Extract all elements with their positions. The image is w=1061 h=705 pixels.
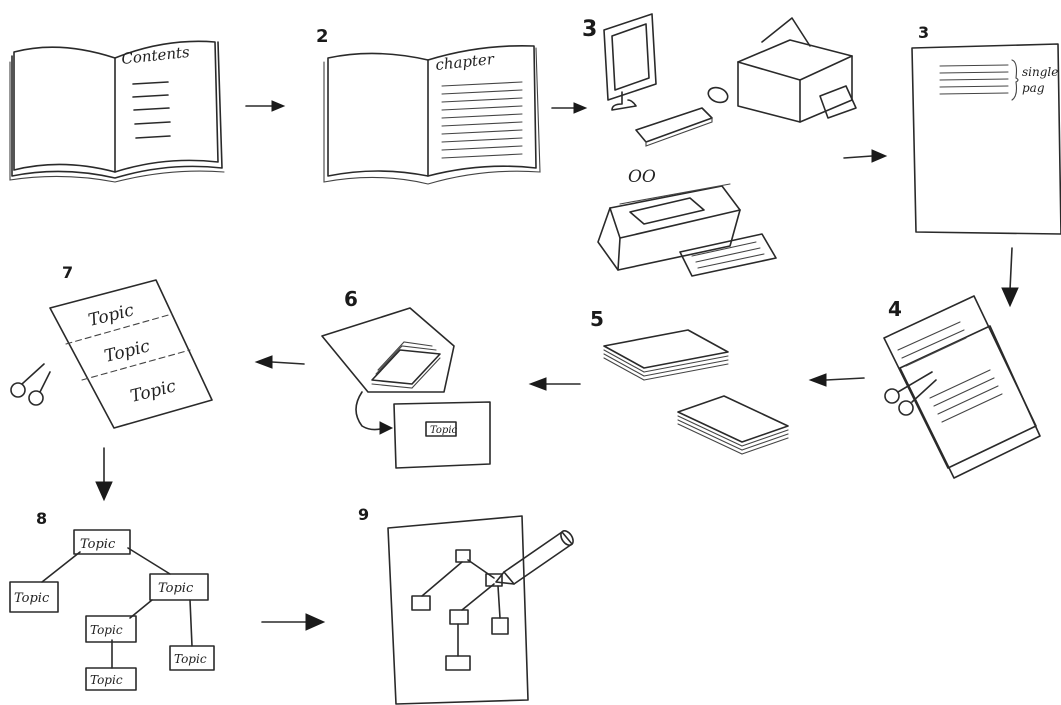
step-6-paste-card: 6 Topic [321,287,491,469]
step-8-topic-tree: 8 Topic Topic Topic Topic Topic Topic [9,509,215,691]
scissors-icon-step-4 [884,371,937,416]
single-page-note-1: single [1022,65,1058,79]
step-2-book-chapter: 2 chapter [316,26,541,185]
single-page-note-2: pag [1022,81,1045,95]
arrow-6-to-7 [254,355,305,369]
tree-node-1: Topic [80,537,116,552]
step-8-number: 8 [36,509,47,528]
scissors-icon-step-7 [10,363,51,406]
card-topic-label: Topic [430,425,458,436]
step-2-number: 2 [316,26,329,47]
arrow-4-to-5 [808,373,865,387]
tree-node-2: Topic [14,591,50,606]
step-9-draw-diagram: 9 [358,505,574,705]
arrow-3-to-3b [843,149,888,163]
step-3b-number: 3 [918,23,929,42]
arrow-7-to-8 [95,447,113,502]
step-9-number: 9 [358,505,369,524]
tree-node-3: Topic [158,581,194,596]
arrow-2-to-3 [551,102,588,114]
computer-monitor-icon [603,13,657,111]
step-7-number: 7 [62,263,73,282]
step-3b-single-page: 3 single pag [911,23,1061,235]
step-5-number: 5 [590,307,604,331]
pencil-icon [495,530,574,585]
step-4-cut-pages: 4 [883,295,1041,479]
step-4-number: 4 [888,297,902,321]
keyboard-icon [635,107,713,147]
arrow-1-to-2 [245,100,286,112]
step-7-topic-sheet: 7 Topic Topic Topic [10,263,213,429]
step-1-book-contents: Contents [9,40,225,183]
topic-label-3: Topic [128,376,178,407]
scanner-icon: OO [597,167,777,277]
mouse-icon [707,86,729,104]
contents-label: Contents [121,43,191,68]
tree-node-4: Topic [90,623,123,637]
chapter-label: chapter [435,50,496,74]
printer-icon [737,17,857,123]
step-3-equipment: 3 OO [582,13,857,277]
tree-node-5: Topic [174,652,207,666]
step-3-number: 3 [582,17,597,42]
step-6-number: 6 [344,287,358,311]
step-5-page-stacks: 5 [590,307,789,455]
arrow-8-to-9 [261,613,326,631]
arrow-5-to-6 [528,377,581,391]
scan-marks: OO [628,167,656,187]
arrow-3b-to-4 [1001,247,1019,308]
tree-node-6: Topic [90,673,123,687]
